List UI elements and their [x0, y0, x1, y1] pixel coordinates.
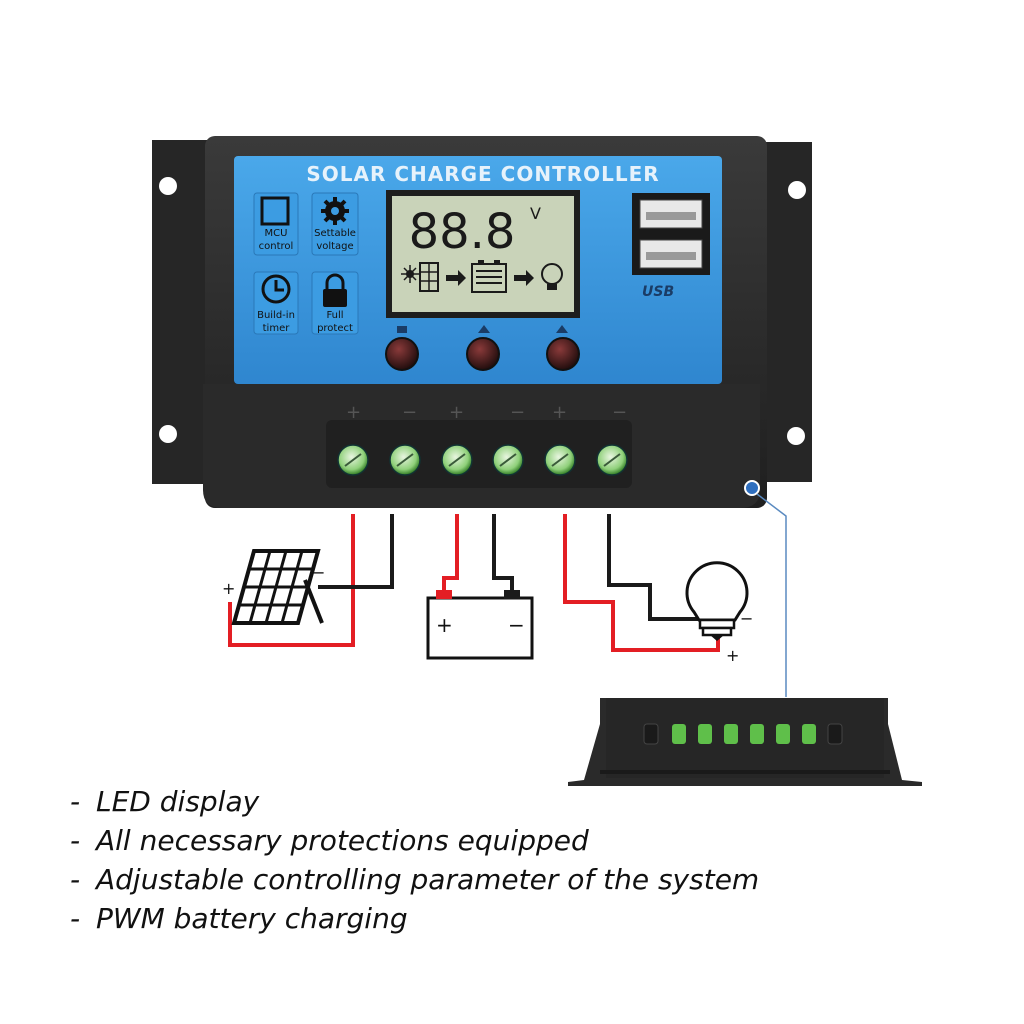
- feature-dash: -: [70, 863, 81, 896]
- load-positive-wire: [563, 514, 720, 652]
- svg-text:+: +: [346, 402, 361, 423]
- terminal-screws: [337, 444, 628, 476]
- feature-text: LED display: [96, 785, 260, 818]
- usb-port-1-tongue: [646, 212, 696, 220]
- mount-hole-bottom-left: [159, 425, 177, 443]
- terminal-polarity-marks: + − + − + −: [346, 402, 627, 423]
- tile-voltage-line1: Settable: [314, 228, 356, 239]
- lcd-bulb-icon: [541, 263, 563, 290]
- mount-hole-bottom-right: [787, 427, 805, 445]
- lcd-solar-panel-icon: [419, 262, 439, 292]
- battery-plus-sign: +: [436, 613, 453, 637]
- svg-text:+: +: [552, 402, 567, 423]
- feature-item: -PWM battery charging: [70, 899, 970, 938]
- load-negative-wire: [607, 514, 700, 621]
- feature-icon-grid: MCU control Settable voltage Build-in ti…: [253, 192, 359, 335]
- sun-icon: [401, 265, 419, 283]
- light-bulb-icon: [685, 561, 749, 641]
- tile-protect-line2: protect: [317, 323, 353, 334]
- wiring-diagram: [228, 514, 720, 652]
- mount-hole-top-right: [788, 181, 806, 199]
- battery-minus-sign: −: [508, 613, 525, 637]
- panel-positive-wire: [228, 514, 355, 647]
- feature-dash: -: [70, 785, 81, 818]
- panel-negative-wire: [318, 514, 394, 589]
- battery-negative-wire: [492, 514, 514, 596]
- gear-icon: [321, 197, 349, 225]
- solar-panel-icon: [231, 549, 324, 625]
- tile-mcu-line1: MCU: [265, 228, 288, 239]
- menu-button[interactable]: [385, 337, 419, 371]
- button-marker-icons: [397, 325, 568, 333]
- lock-icon: [323, 273, 347, 307]
- up-button[interactable]: [466, 337, 500, 371]
- usb-port-2-tongue: [646, 252, 696, 260]
- charge-controller: SOLAR CHARGE CONTROLLER MCU control Sett…: [152, 136, 812, 508]
- tile-timer-line1: Build-in: [257, 310, 295, 321]
- load-plus-sign: +: [726, 646, 739, 665]
- right-mounting-flange: [755, 142, 812, 482]
- tile-mcu-line2: control: [259, 241, 294, 252]
- lcd-unit: V: [530, 204, 541, 223]
- battery-positive-wire: [442, 514, 459, 596]
- feature-dash: -: [70, 824, 81, 857]
- panel-plus-sign: +: [222, 579, 235, 598]
- lcd-battery-icon: [471, 260, 507, 293]
- panel-minus-sign: −: [312, 563, 325, 582]
- usb-label: USB: [642, 284, 674, 300]
- tile-protect-line1: Full: [326, 310, 343, 321]
- feature-item: -All necessary protections equipped: [70, 821, 970, 860]
- feature-text: Adjustable controlling parameter of the …: [96, 863, 760, 896]
- load-minus-sign: −: [740, 609, 753, 628]
- feature-item: -Adjustable controlling parameter of the…: [70, 860, 970, 899]
- feature-dash: -: [70, 902, 81, 935]
- tile-timer-line2: timer: [263, 323, 291, 334]
- callout-line: [756, 493, 787, 697]
- mount-hole-top-left: [159, 177, 177, 195]
- feature-item: -LED display: [70, 782, 970, 821]
- svg-text:−: −: [612, 402, 627, 423]
- lcd-reading: 88.8: [409, 204, 516, 260]
- tile-voltage-line2: voltage: [316, 241, 353, 252]
- svg-text:+: +: [449, 402, 464, 423]
- lcd-arrow-icon: [446, 270, 466, 286]
- down-button[interactable]: [546, 337, 580, 371]
- feature-list: -LED display -All necessary protections …: [70, 782, 970, 938]
- feature-text: PWM battery charging: [96, 902, 408, 935]
- clock-icon: [261, 274, 291, 304]
- battery-icon: [426, 590, 534, 660]
- callout-dot: [744, 480, 760, 496]
- lcd-arrow-icon: [514, 270, 534, 286]
- left-mounting-flange: [152, 140, 215, 484]
- chip-icon: [260, 196, 290, 226]
- feature-text: All necessary protections equipped: [96, 824, 589, 857]
- terminal-side-view: [568, 698, 922, 786]
- controller-title: SOLAR CHARGE CONTROLLER: [306, 162, 659, 186]
- svg-text:−: −: [510, 402, 525, 423]
- svg-text:−: −: [402, 402, 417, 423]
- terminal-strip: [326, 420, 632, 488]
